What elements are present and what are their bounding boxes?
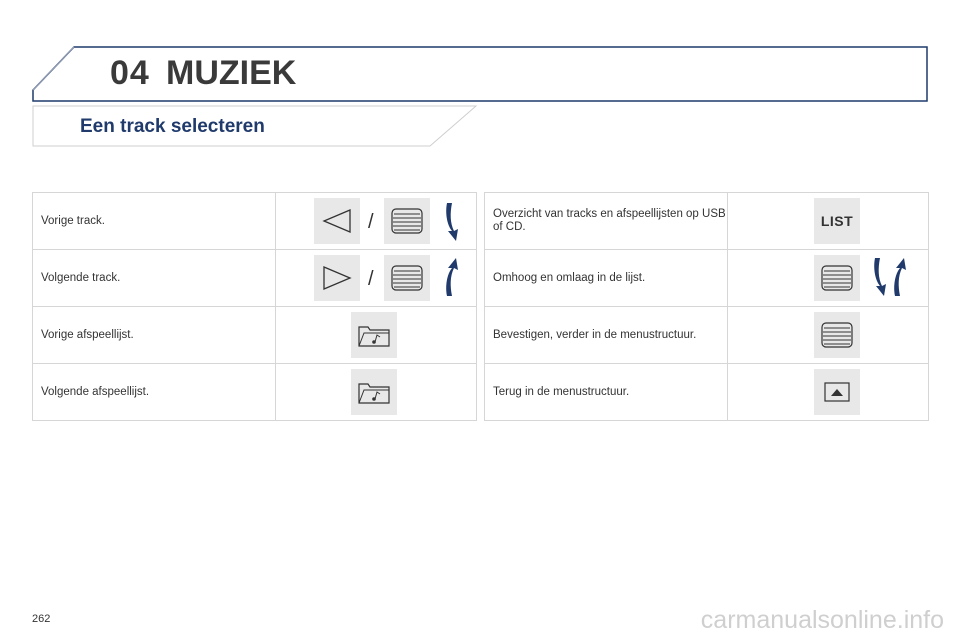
row-label: Vorige track. bbox=[32, 192, 276, 250]
row-label: Volgende track. bbox=[32, 249, 276, 307]
section-header: Een track selecteren bbox=[32, 104, 478, 148]
rotary-knob-icon[interactable] bbox=[814, 312, 860, 358]
table-row: Volgende track. / bbox=[32, 249, 477, 307]
row-label: Vorige afspeellijst. bbox=[32, 306, 276, 364]
table-row: Vorige track. / bbox=[32, 192, 477, 250]
folder-music-icon[interactable] bbox=[351, 312, 397, 358]
page-number: 262 bbox=[32, 613, 51, 625]
arrow-up-curved-icon bbox=[440, 256, 464, 303]
row-icons: LIST bbox=[727, 192, 929, 250]
row-icons bbox=[275, 363, 477, 421]
row-icons bbox=[275, 306, 477, 364]
table-row: Vorige afspeellijst. bbox=[32, 306, 477, 364]
rotary-knob-icon[interactable] bbox=[384, 198, 430, 244]
next-triangle-icon[interactable] bbox=[314, 255, 360, 301]
rotary-knob-icon[interactable] bbox=[814, 255, 860, 301]
table-row: Volgende afspeellijst. bbox=[32, 363, 477, 421]
table-row: Terug in de menustructuur. bbox=[484, 363, 929, 421]
row-label: Overzicht van tracks en afspeellijsten o… bbox=[484, 192, 728, 250]
right-controls-table: Overzicht van tracks en afspeellijsten o… bbox=[484, 192, 929, 421]
eject-back-icon[interactable] bbox=[814, 369, 860, 415]
row-icons: / bbox=[275, 249, 477, 307]
separator-slash: / bbox=[368, 268, 374, 290]
section-title: Een track selecteren bbox=[80, 116, 265, 137]
row-icons: / bbox=[275, 192, 477, 250]
row-label: Omhoog en omlaag in de lijst. bbox=[484, 249, 728, 307]
left-controls-table: Vorige track. / Volgende track. / bbox=[32, 192, 477, 421]
table-row: Omhoog en omlaag in de lijst. bbox=[484, 249, 929, 307]
list-button[interactable]: LIST bbox=[814, 198, 860, 244]
chapter-header-frame bbox=[32, 46, 928, 102]
folder-music-icon[interactable] bbox=[351, 369, 397, 415]
watermark: carmanualsonline.info bbox=[700, 606, 944, 634]
row-icons bbox=[727, 363, 929, 421]
separator-slash: / bbox=[368, 211, 374, 233]
chapter-header: 04 MUZIEK bbox=[32, 46, 928, 102]
chapter-title: MUZIEK bbox=[166, 54, 297, 92]
rotary-knob-icon[interactable] bbox=[384, 255, 430, 301]
row-icons bbox=[727, 249, 929, 307]
row-label: Terug in de menustructuur. bbox=[484, 363, 728, 421]
table-row: Overzicht van tracks en afspeellijsten o… bbox=[484, 192, 929, 250]
row-label: Bevestigen, verder in de menustructuur. bbox=[484, 306, 728, 364]
row-icons bbox=[727, 306, 929, 364]
chapter-number: 04 bbox=[110, 54, 150, 92]
row-label: Volgende afspeellijst. bbox=[32, 363, 276, 421]
section-header-frame bbox=[32, 105, 478, 147]
list-button-label: LIST bbox=[820, 213, 854, 229]
arrow-down-curved-icon bbox=[440, 201, 464, 248]
table-row: Bevestigen, verder in de menustructuur. bbox=[484, 306, 929, 364]
prev-triangle-icon[interactable] bbox=[314, 198, 360, 244]
arrows-up-down-icon bbox=[868, 256, 912, 305]
